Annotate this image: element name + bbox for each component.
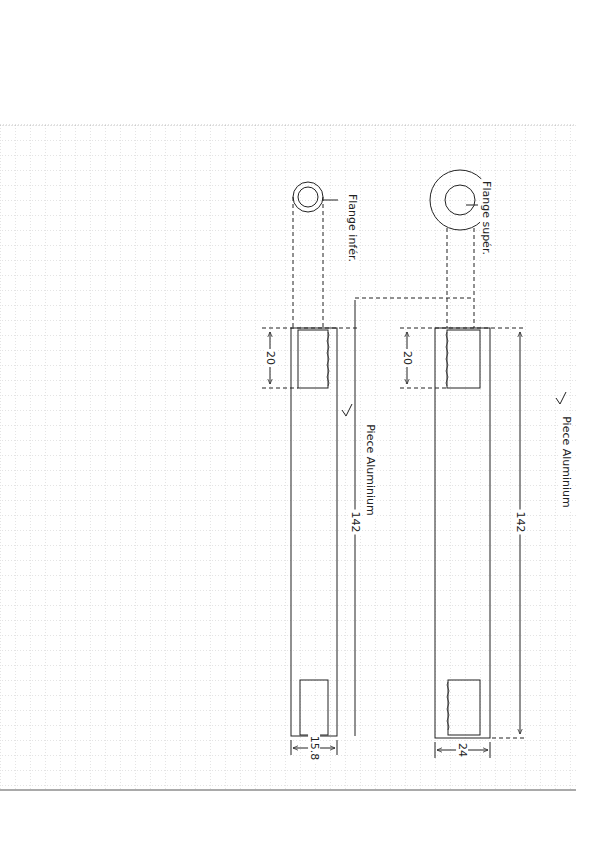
flange-bore [445, 185, 475, 215]
extension-line [291, 740, 292, 755]
pocket [298, 330, 328, 388]
dimension: 142 [349, 510, 361, 535]
dimension: 24 [456, 741, 468, 759]
pocket [300, 680, 328, 735]
part-label: Flange infér. [346, 192, 358, 264]
projection-line [293, 197, 294, 328]
leader-line [323, 200, 338, 201]
pocket [447, 330, 480, 388]
extension-line [400, 328, 525, 329]
paper-edge [0, 790, 576, 791]
dimension: 142 [514, 510, 526, 535]
pocket [448, 680, 480, 735]
projection-line [447, 228, 448, 328]
thread-hatch [327, 332, 329, 386]
part-label: Flange supér. [480, 179, 492, 257]
grid-paper [0, 125, 576, 790]
extension-line [262, 328, 360, 329]
material-note: Piece Aluminium [560, 414, 572, 510]
paper-edge [0, 125, 576, 126]
extension-line [435, 742, 436, 758]
projection-line [474, 228, 475, 328]
check-mark [556, 392, 566, 404]
leader-line [466, 205, 478, 206]
projection-line [355, 298, 474, 299]
flange-bore [298, 187, 318, 207]
dimension: 15.8 [308, 734, 320, 763]
extension-line [400, 388, 447, 389]
thread-hatch [447, 682, 449, 730]
extension-line [337, 740, 338, 755]
material-note: Piece Aluminium [364, 422, 376, 518]
extension-line [262, 388, 298, 389]
check-mark [342, 404, 352, 416]
aluminium-bar [291, 328, 337, 736]
dimension: 20 [264, 349, 276, 367]
projection-line [323, 197, 324, 328]
aluminium-bar [435, 328, 490, 738]
extension-line [492, 738, 525, 739]
extension-line [490, 742, 491, 758]
dimension: 20 [401, 349, 413, 367]
thread-hatch [446, 332, 448, 386]
flange-circle [293, 182, 323, 212]
